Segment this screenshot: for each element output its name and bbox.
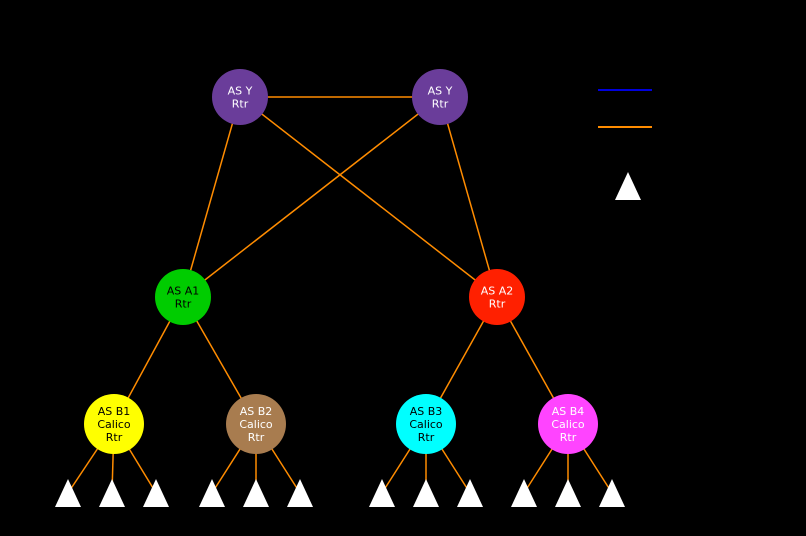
bgp-peering-edge-asy2-asa1 <box>182 96 441 298</box>
router-circle-asb4 <box>538 394 598 454</box>
router-label-asb1-line1: Calico <box>97 418 131 431</box>
host-triangle-h7 <box>369 479 395 507</box>
router-label-asb4-line1: Calico <box>551 418 585 431</box>
router-label-asb4-line2: Rtr <box>560 431 577 444</box>
router-label-asa1-line1: Rtr <box>175 298 192 311</box>
router-label-asa2-line1: Rtr <box>489 298 506 311</box>
router-label-asy2-line0: AS Y <box>428 85 453 98</box>
router-circle-asy1 <box>212 69 268 125</box>
router-label-asy2-line1: Rtr <box>432 98 449 111</box>
bgp-peering-edge-asy2-asa2 <box>439 96 498 298</box>
host-triangle-h12 <box>599 479 625 507</box>
host-triangle-h8 <box>413 479 439 507</box>
router-circle-asy2 <box>412 69 468 125</box>
router-circle-asb2 <box>226 394 286 454</box>
router-circle-asa2 <box>469 269 525 325</box>
bgp-peering-edge-asy1-asa1 <box>182 96 241 298</box>
router-label-asb3-line2: Rtr <box>418 431 435 444</box>
host-triangle-h1 <box>55 479 81 507</box>
host-triangle-h11 <box>555 479 581 507</box>
router-circle-asb3 <box>396 394 456 454</box>
router-label-asa2-line0: AS A2 <box>481 285 514 298</box>
host-triangle-h3 <box>143 479 169 507</box>
router-circle-asb1 <box>84 394 144 454</box>
host-triangle-h2 <box>99 479 125 507</box>
router-label-asb1-line2: Rtr <box>106 431 123 444</box>
router-label-asb3-line1: Calico <box>409 418 443 431</box>
router-label-asy1-line1: Rtr <box>232 98 249 111</box>
host-triangle-h6 <box>287 479 313 507</box>
router-label-asb3-line0: AS B3 <box>410 405 443 418</box>
router-label-asb2-line2: Rtr <box>248 431 265 444</box>
host-triangle-h10 <box>511 479 537 507</box>
router-label-asb2-line1: Calico <box>239 418 273 431</box>
legend-host-triangle <box>615 172 641 200</box>
host-triangle-h5 <box>243 479 269 507</box>
router-label-asb1-line0: AS B1 <box>98 405 131 418</box>
router-label-asy1-line0: AS Y <box>228 85 253 98</box>
bgp-peering-edge-asy1-asa2 <box>239 96 498 298</box>
router-label-asa1-line0: AS A1 <box>167 285 200 298</box>
router-circle-asa1 <box>155 269 211 325</box>
router-label-asb4-line0: AS B4 <box>552 405 585 418</box>
host-triangle-h9 <box>457 479 483 507</box>
router-label-asb2-line0: AS B2 <box>240 405 273 418</box>
host-triangle-h4 <box>199 479 225 507</box>
